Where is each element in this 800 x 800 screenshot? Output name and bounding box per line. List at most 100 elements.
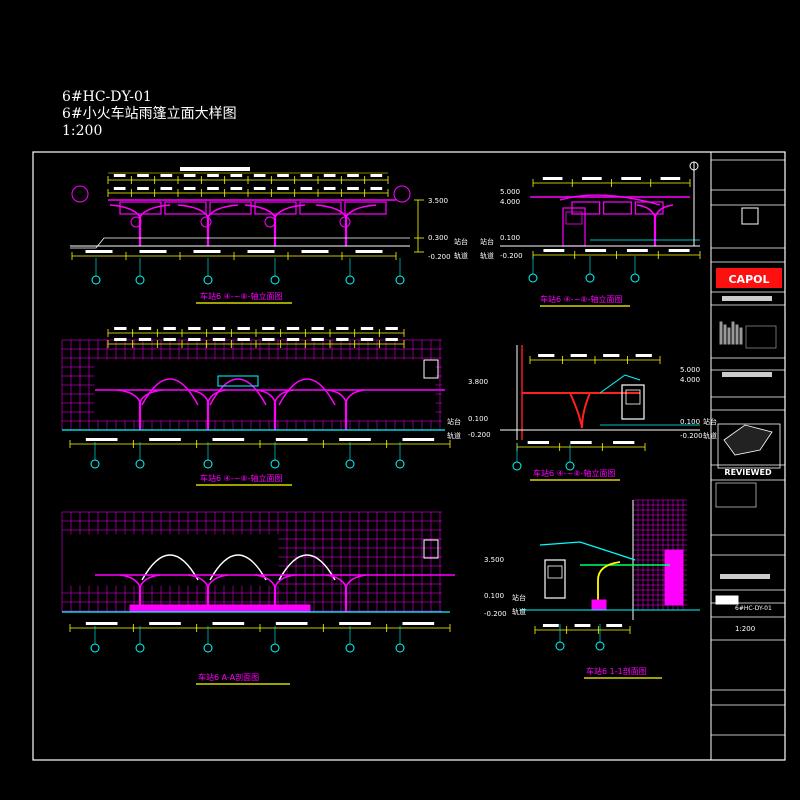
canopy-panel bbox=[634, 201, 664, 215]
dimension-text-mark bbox=[339, 438, 371, 441]
level-3500-s: 3.500 bbox=[484, 556, 504, 564]
dimension-text-mark bbox=[311, 327, 324, 330]
column-section bbox=[581, 392, 591, 429]
elev-b-title: 车站6 ④-~⑧-轴立面图 bbox=[540, 294, 622, 304]
canopy-panel bbox=[299, 201, 342, 215]
dimension-text-mark bbox=[212, 622, 245, 625]
column-arm bbox=[327, 389, 347, 403]
axis-bubble bbox=[595, 641, 605, 651]
tb-bar bbox=[723, 324, 727, 345]
label-platform-b: 站台 bbox=[480, 237, 494, 246]
drawing-title: 6#小火车站雨篷立面大样图 bbox=[62, 106, 237, 122]
axis-bubble bbox=[528, 273, 538, 283]
label-platform-d: 站台 bbox=[703, 417, 717, 426]
axis-bubble bbox=[565, 461, 575, 471]
dimension-text-mark bbox=[188, 327, 201, 330]
level-4000-b: 4.000 bbox=[500, 198, 520, 206]
signboard bbox=[217, 375, 259, 387]
dimension-text-mark bbox=[138, 327, 152, 330]
dimension-text-mark bbox=[85, 438, 118, 441]
dimension-text-mark bbox=[606, 624, 623, 627]
tb-label-mark bbox=[715, 595, 739, 605]
dimension-text-mark bbox=[262, 327, 275, 330]
dimension-text-mark bbox=[207, 174, 219, 177]
column-arm bbox=[109, 204, 141, 218]
roof-edge bbox=[599, 374, 641, 394]
axis-bubble bbox=[555, 641, 565, 651]
train-window bbox=[565, 211, 583, 225]
dimension-text-mark bbox=[149, 622, 181, 625]
column-arm bbox=[345, 204, 377, 218]
dimension-text-mark bbox=[574, 624, 591, 627]
axis-bubble bbox=[270, 275, 280, 285]
canopy-panel bbox=[209, 201, 252, 215]
level-3800-c: 3.800 bbox=[468, 378, 488, 386]
axis-bubble bbox=[345, 459, 355, 469]
train-window bbox=[547, 565, 563, 579]
detail-bubble-left bbox=[71, 185, 89, 203]
column-section bbox=[569, 392, 583, 429]
tb-bar bbox=[739, 327, 743, 345]
section-1-1 bbox=[520, 499, 700, 651]
dimension-text-mark bbox=[301, 250, 329, 253]
tb-scale: 1:200 bbox=[735, 625, 755, 633]
dimension-text-mark bbox=[183, 174, 196, 177]
dimension-text-mark bbox=[570, 441, 592, 444]
tb-skyline bbox=[745, 325, 777, 349]
tb-review-text bbox=[715, 482, 757, 508]
title-block: CAPOL REVIEWED 1:200 6#HC-DY-01 bbox=[711, 159, 785, 761]
axis-bubble bbox=[90, 459, 100, 469]
dimension-text-mark bbox=[183, 187, 196, 190]
label-track-b: 轨道 bbox=[480, 251, 494, 260]
callout-bubble bbox=[264, 216, 276, 228]
elev-d-title: 车站6 ④-~⑧-轴立面图 bbox=[533, 468, 615, 478]
section-a-a bbox=[61, 511, 455, 653]
level-0100-c: 0.100 bbox=[468, 415, 488, 423]
dimension-text-mark bbox=[668, 249, 690, 252]
axis-bubble bbox=[203, 459, 213, 469]
column-arm bbox=[274, 204, 306, 218]
column-arm bbox=[325, 574, 347, 588]
dimension-text-mark bbox=[262, 338, 275, 341]
column-arm bbox=[207, 574, 229, 588]
dimension-text-mark bbox=[277, 174, 289, 177]
axis-bubble bbox=[90, 643, 100, 653]
dimension-text-mark bbox=[370, 187, 383, 190]
canopy-panel bbox=[164, 201, 207, 215]
dimension-text-mark bbox=[237, 327, 250, 330]
detail-bubble bbox=[689, 161, 699, 171]
dimension-text-mark bbox=[360, 338, 374, 341]
dimension-text-mark bbox=[286, 338, 300, 341]
tb-emblem bbox=[741, 207, 759, 225]
column-arm bbox=[207, 389, 227, 403]
column-arm bbox=[345, 574, 367, 588]
dimension-text-mark bbox=[193, 250, 221, 253]
canopy-panel bbox=[603, 201, 632, 215]
dimension-text-mark bbox=[247, 250, 275, 253]
dimension-text-mark bbox=[336, 327, 349, 330]
dimension-text-mark bbox=[212, 338, 226, 341]
dim-note bbox=[180, 167, 250, 171]
dimension-text-mark bbox=[347, 187, 359, 190]
column-arm bbox=[119, 574, 141, 588]
capol-logo: CAPOL bbox=[728, 273, 769, 286]
elevation-d bbox=[500, 345, 700, 471]
sect-a-title: 车站6 A-A剖面图 bbox=[198, 672, 259, 682]
dimension-text-mark bbox=[621, 177, 641, 180]
tb-text-mark bbox=[722, 296, 772, 301]
level-0300: 0.300 bbox=[428, 234, 448, 242]
tb-drawing-no: 6#HC-DY-01 bbox=[735, 605, 772, 612]
dimension-text-mark bbox=[385, 327, 398, 330]
dimension-text-mark bbox=[402, 438, 435, 441]
dimension-text-mark bbox=[323, 174, 336, 177]
dimension-text-mark bbox=[339, 622, 371, 625]
axis-bubble bbox=[135, 459, 145, 469]
dimension-text-mark bbox=[160, 187, 173, 190]
axis-bubble bbox=[395, 643, 405, 653]
dimension-text-mark bbox=[385, 338, 398, 341]
elevation-a bbox=[70, 167, 424, 285]
column-arm bbox=[139, 204, 171, 218]
tb-site-plan bbox=[723, 424, 773, 456]
level-m0200-s: -0.200 bbox=[484, 610, 507, 618]
dimension-text-mark bbox=[347, 174, 359, 177]
